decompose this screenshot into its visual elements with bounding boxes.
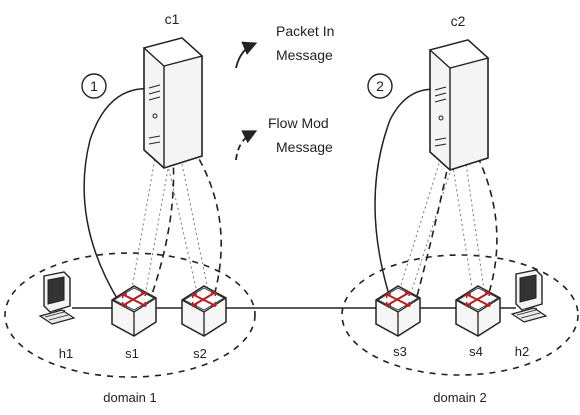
switch-s3-label: s3 (393, 344, 407, 359)
flow-mod-arcs-domain-2 (415, 124, 498, 301)
host-h2-pc-icon (511, 269, 547, 323)
step-1-number: 1 (90, 78, 98, 94)
packet-in-legend-arrow-icon (235, 41, 258, 69)
host-h1-pc-icon (39, 271, 75, 325)
packet-in-arc-domain-2 (374, 83, 453, 299)
controller-c1-label: c1 (165, 11, 180, 27)
switch-s2-label: s2 (193, 346, 207, 361)
flow-mod-legend-arrow-icon (235, 130, 258, 161)
switch-s4-label: s4 (469, 344, 483, 359)
packet-in-legend-line-2: Message (276, 47, 333, 63)
domain-1-label: domain 1 (103, 390, 156, 405)
step-2-badge (367, 73, 393, 99)
controller-c1-server-icon (143, 37, 203, 169)
domain-2-label: domain 2 (433, 390, 486, 405)
host-h2-label: h2 (515, 344, 529, 359)
host-h1-label: h1 (59, 346, 73, 361)
domain-2-boundary (341, 254, 579, 376)
switch-s2-icon (181, 285, 227, 337)
switch-s1-icon (111, 285, 157, 337)
switch-s4-icon (455, 285, 501, 337)
packet-in-arc-domain-1 (83, 82, 163, 301)
step-2-number: 2 (376, 78, 384, 94)
switch-s3-icon (375, 285, 421, 337)
packet-in-legend-line-1: Packet In (276, 23, 334, 39)
step-1-badge (81, 73, 107, 99)
controller-c2-label: c2 (451, 13, 466, 29)
flow-mod-legend-line-1: Flow Mod (268, 115, 329, 131)
domain-1-boundary (4, 252, 256, 378)
flow-mod-legend-line-2: Message (276, 139, 333, 155)
controller-c2-server-icon (429, 39, 489, 171)
switch-s1-label: s1 (125, 346, 139, 361)
